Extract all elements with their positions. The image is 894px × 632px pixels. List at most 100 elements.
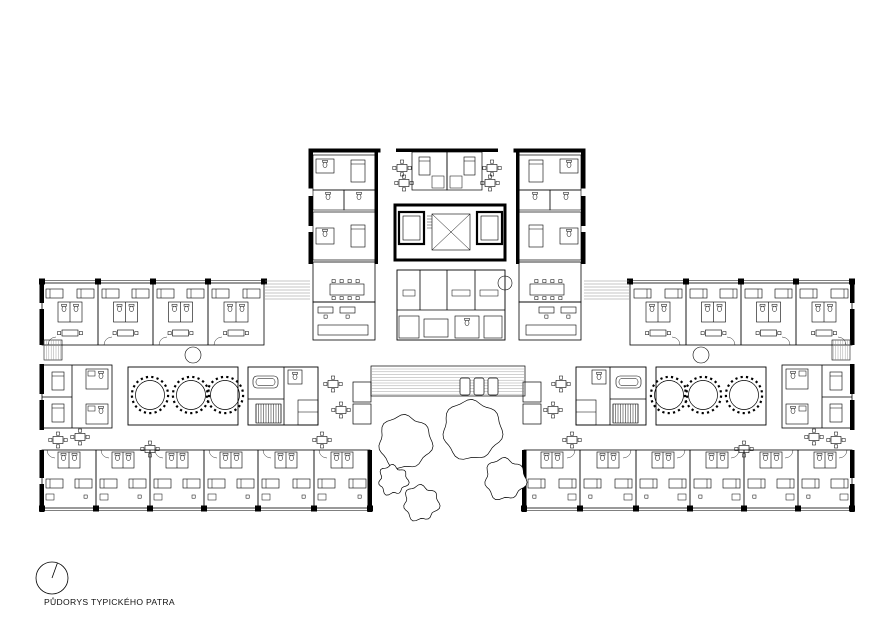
toilet-tank — [356, 192, 362, 195]
toilet-tank — [233, 453, 240, 456]
facade-column — [311, 505, 317, 512]
office-block — [396, 269, 506, 341]
chair — [355, 296, 360, 300]
elevator-left — [397, 210, 426, 246]
bed — [153, 478, 172, 489]
bed — [317, 478, 336, 489]
toilet-tank — [288, 453, 295, 456]
toilet-tank — [98, 406, 104, 409]
chair — [245, 494, 250, 499]
bench — [487, 377, 499, 396]
table — [398, 179, 410, 187]
nightstand — [99, 493, 109, 501]
small-room — [483, 315, 503, 339]
table — [74, 433, 86, 441]
day-lounge — [127, 366, 239, 426]
bathroom — [315, 227, 335, 245]
end-room-block — [41, 364, 113, 429]
chair-ring — [171, 375, 211, 415]
toilet-tank — [322, 229, 328, 232]
north-arrow-needle — [51, 562, 58, 579]
tree-canopy — [403, 484, 441, 522]
outer-wall — [39, 450, 44, 478]
chair — [189, 331, 194, 335]
toilet-room — [287, 369, 303, 385]
service-block — [247, 366, 319, 426]
chair — [48, 438, 53, 442]
bed — [418, 156, 431, 176]
door-swing — [262, 449, 272, 459]
round-table — [210, 380, 240, 410]
sink — [87, 370, 96, 377]
round-table — [176, 380, 206, 410]
chair — [191, 494, 196, 499]
toilet-tank — [179, 453, 186, 456]
staircase — [255, 403, 282, 424]
bed — [128, 478, 147, 489]
chair — [345, 314, 350, 319]
bed — [51, 371, 65, 391]
toilet-tank — [114, 453, 121, 456]
chair — [320, 444, 324, 449]
bed — [236, 478, 255, 489]
chair-ring — [205, 375, 245, 415]
staff-room — [312, 301, 376, 341]
bed — [99, 478, 118, 489]
chair — [148, 440, 152, 445]
toilet-tank — [333, 453, 340, 456]
small-room — [423, 318, 449, 338]
facade-column — [261, 278, 267, 285]
core-outline — [393, 203, 507, 262]
chair — [155, 447, 160, 451]
tree-canopy — [442, 399, 504, 460]
chair — [402, 174, 406, 179]
toilet-tank — [227, 304, 233, 307]
chair — [339, 296, 344, 300]
bed — [182, 478, 201, 489]
bathroom — [85, 403, 109, 425]
toilet-tank — [128, 304, 135, 307]
door-swing — [47, 336, 57, 346]
north-arrow-circle — [35, 561, 69, 595]
chair — [245, 331, 249, 335]
toilet-room — [343, 189, 376, 211]
chair — [112, 331, 117, 335]
chair — [339, 414, 343, 419]
toilet-tank — [171, 304, 178, 307]
desk — [339, 306, 356, 314]
chair — [331, 388, 335, 393]
central-core-and-courtyard — [370, 203, 528, 522]
tower-outer-wall — [308, 232, 313, 264]
stair-shaft — [431, 213, 471, 251]
chair — [63, 438, 68, 442]
bed — [45, 478, 64, 489]
table — [335, 406, 347, 414]
elevator-right — [475, 210, 504, 246]
outer-wall — [367, 450, 372, 512]
chair — [392, 166, 397, 170]
chair — [320, 431, 324, 436]
toilet-tank — [277, 453, 284, 456]
utility-room — [352, 403, 372, 425]
tower-outer-wall — [308, 148, 313, 189]
chair — [167, 331, 172, 335]
bathroom — [85, 368, 109, 390]
facade-column — [205, 278, 211, 285]
chair — [312, 438, 317, 442]
toilet-tank — [125, 453, 132, 456]
table — [327, 380, 339, 388]
table — [316, 436, 328, 444]
planter — [184, 346, 202, 364]
chair — [83, 494, 88, 499]
door-swing — [318, 449, 328, 459]
desk — [479, 289, 499, 297]
chair — [57, 331, 61, 335]
toilet-tank — [183, 304, 190, 307]
bed — [207, 478, 226, 489]
bed — [76, 288, 95, 299]
facade-column — [93, 505, 99, 512]
tower-top-wall — [308, 148, 381, 153]
shaft-cross — [431, 213, 471, 251]
chair — [407, 166, 412, 170]
bathroom — [315, 158, 335, 174]
